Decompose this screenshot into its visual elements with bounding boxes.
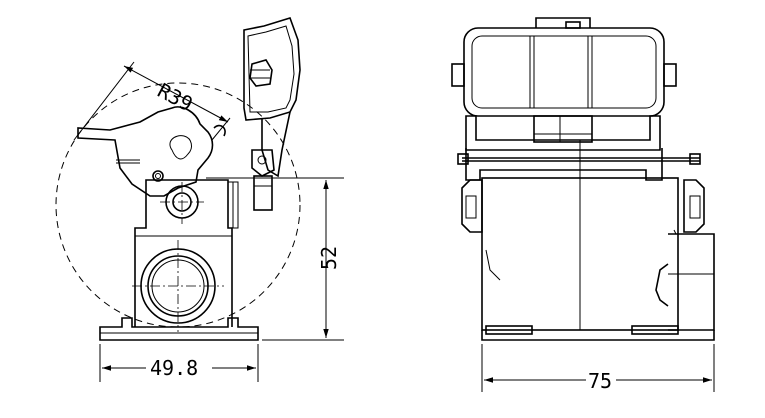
side-view: R39 52 49.8: [55, 17, 344, 382]
front-view: 75: [451, 17, 715, 393]
height-label: 52: [317, 246, 341, 270]
locking-lever: [77, 106, 226, 224]
side-width-label: 49.8: [150, 356, 198, 380]
open-cover: [243, 17, 301, 211]
front-cover: [463, 27, 665, 117]
front-width-dimension: 75: [481, 344, 715, 393]
front-width-label: 75: [588, 369, 612, 393]
height-dimension: 52: [206, 177, 344, 341]
radius-dimension: R39: [73, 61, 231, 141]
side-width-dimension: 49.8: [99, 344, 259, 382]
swing-radius-circle: [55, 82, 301, 328]
cable-entry: [132, 240, 224, 332]
side-base-plate: [99, 317, 259, 341]
side-cable-entry: [668, 233, 715, 331]
